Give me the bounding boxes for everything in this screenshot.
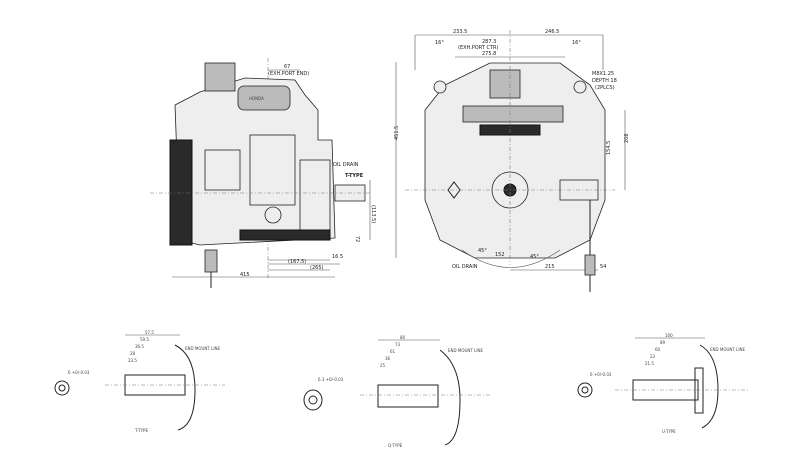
air-cleaner-cover xyxy=(169,139,193,246)
lifting-eye-right xyxy=(573,80,587,94)
dim: 80 xyxy=(400,335,406,340)
end-mount-line-label: END MOUNT LINE xyxy=(710,347,746,352)
oil-drain-label-front: OIL DRAIN xyxy=(452,264,478,270)
dim-287-3: 287.3 xyxy=(482,39,496,45)
oil-drain-label: OIL DRAIN xyxy=(333,162,359,168)
depth-spec: DEPTH 18 xyxy=(592,78,617,84)
dim: 25 xyxy=(380,363,386,368)
dim-167-5: (167.5) xyxy=(288,259,306,265)
dim: 28 xyxy=(130,351,136,356)
dim-233-5: 233.5 xyxy=(453,29,467,35)
dim: 57.5 xyxy=(145,330,154,335)
end-mount-line-label: END MOUNT LINE xyxy=(448,348,484,353)
dim: 73 xyxy=(395,342,401,347)
shaft-keyway xyxy=(58,384,66,392)
shaft-detail-t: 57.5 59.5 36.5 28 23.5 6 +0/-0.03 END MO… xyxy=(54,330,225,433)
dim: 23.5 xyxy=(128,358,137,363)
dim-72: 72 xyxy=(354,236,360,242)
key-tolerance: 6.3 +0/-0.03 xyxy=(318,377,344,382)
shaft-detail-q: 80 73 61 36 25 6.3 +0/-0.03 END MOUNT LI… xyxy=(303,335,490,448)
shaft-end-view xyxy=(54,380,70,396)
honda-logo-text: HONDA xyxy=(249,96,264,101)
shaft-detail-u: 100 89 60 23 21.5 6 +0/-0.03 END MOUNT L… xyxy=(577,333,750,434)
shaft-side xyxy=(377,384,439,408)
side-view: 67 (EXH.PORT END) HONDA OIL DRAIN T-TYPE… xyxy=(150,58,376,288)
dim: 36.5 xyxy=(135,344,144,349)
dim-113-5: (113.5) xyxy=(370,205,376,223)
dim: 59.5 xyxy=(140,337,149,342)
angle-16-left: 16° xyxy=(435,40,444,46)
dim: 60 xyxy=(655,347,661,352)
mounting-base xyxy=(239,229,331,241)
carburetor xyxy=(204,149,241,191)
rocker-cover-honda xyxy=(237,85,291,111)
end-mount-line-label: END MOUNT LINE xyxy=(185,346,221,351)
end-mount-flange xyxy=(439,349,461,446)
dim-67: 67 xyxy=(284,64,290,70)
places-spec: (2PLCS) xyxy=(595,85,615,91)
detail-caption: T-TYPE xyxy=(134,428,148,433)
thread-spec: M8X1.25 xyxy=(592,71,614,77)
shaft-end-view xyxy=(577,382,593,398)
crankcase-side xyxy=(299,159,331,231)
exh-port-end-label: (EXH.PORT END) xyxy=(268,71,309,77)
key-tolerance: 6 +0/-0.03 xyxy=(590,372,612,377)
fuel-filter xyxy=(204,249,218,273)
dim: 23 xyxy=(650,354,656,359)
dim: 61 xyxy=(390,349,396,354)
intake-manifold xyxy=(462,105,564,123)
fuel-pump xyxy=(204,62,236,92)
dim-451-5: 451.5 xyxy=(394,126,400,140)
dim: 36 xyxy=(385,356,391,361)
fuel-pump-front xyxy=(489,69,521,99)
dim-265: (265) xyxy=(310,265,323,271)
governor-pulley xyxy=(264,206,282,224)
dim-275-8: 275.8 xyxy=(482,51,496,57)
dim-16-5: 16.5 xyxy=(332,254,343,260)
exh-port-ctr-label: (EXH.PORT CTR) xyxy=(458,45,499,51)
dim: 89 xyxy=(660,340,666,345)
detail-caption: Q-TYPE xyxy=(388,443,403,448)
shaft-keyway xyxy=(581,386,589,394)
angle-16-right: 16° xyxy=(572,40,581,46)
adapter-plate xyxy=(694,367,704,414)
angle-45-left: 45° xyxy=(478,248,487,254)
dim: 21.5 xyxy=(645,361,654,366)
dim-54: 54 xyxy=(600,264,606,270)
shaft-keyway xyxy=(308,395,318,405)
dim-415: 415 xyxy=(240,272,250,278)
fuel-filter-front xyxy=(584,254,596,276)
dim-154-5: 154.5 xyxy=(606,141,612,155)
oil-drain-arc xyxy=(461,249,561,268)
cylinder-block xyxy=(249,134,296,206)
key-tolerance: 6 +0/-0.03 xyxy=(68,370,90,375)
angle-45-right: 45° xyxy=(530,254,539,260)
dim-246-5: 246.5 xyxy=(545,29,559,35)
detail-caption: U-TYPE xyxy=(662,429,676,434)
dim-152: 152 xyxy=(495,252,505,258)
dim-215: 215 xyxy=(545,264,555,270)
t-type-label: T-TYPE xyxy=(345,173,364,179)
dim-206: 206 xyxy=(624,133,630,143)
dim: 100 xyxy=(665,333,673,338)
front-view: 233.5 246.5 16° 16° 287.3 (EXH.PORT CTR)… xyxy=(394,29,630,292)
lifting-eye-left xyxy=(433,80,447,94)
end-mount-flange xyxy=(174,344,196,431)
shaft-end-view xyxy=(303,389,323,411)
